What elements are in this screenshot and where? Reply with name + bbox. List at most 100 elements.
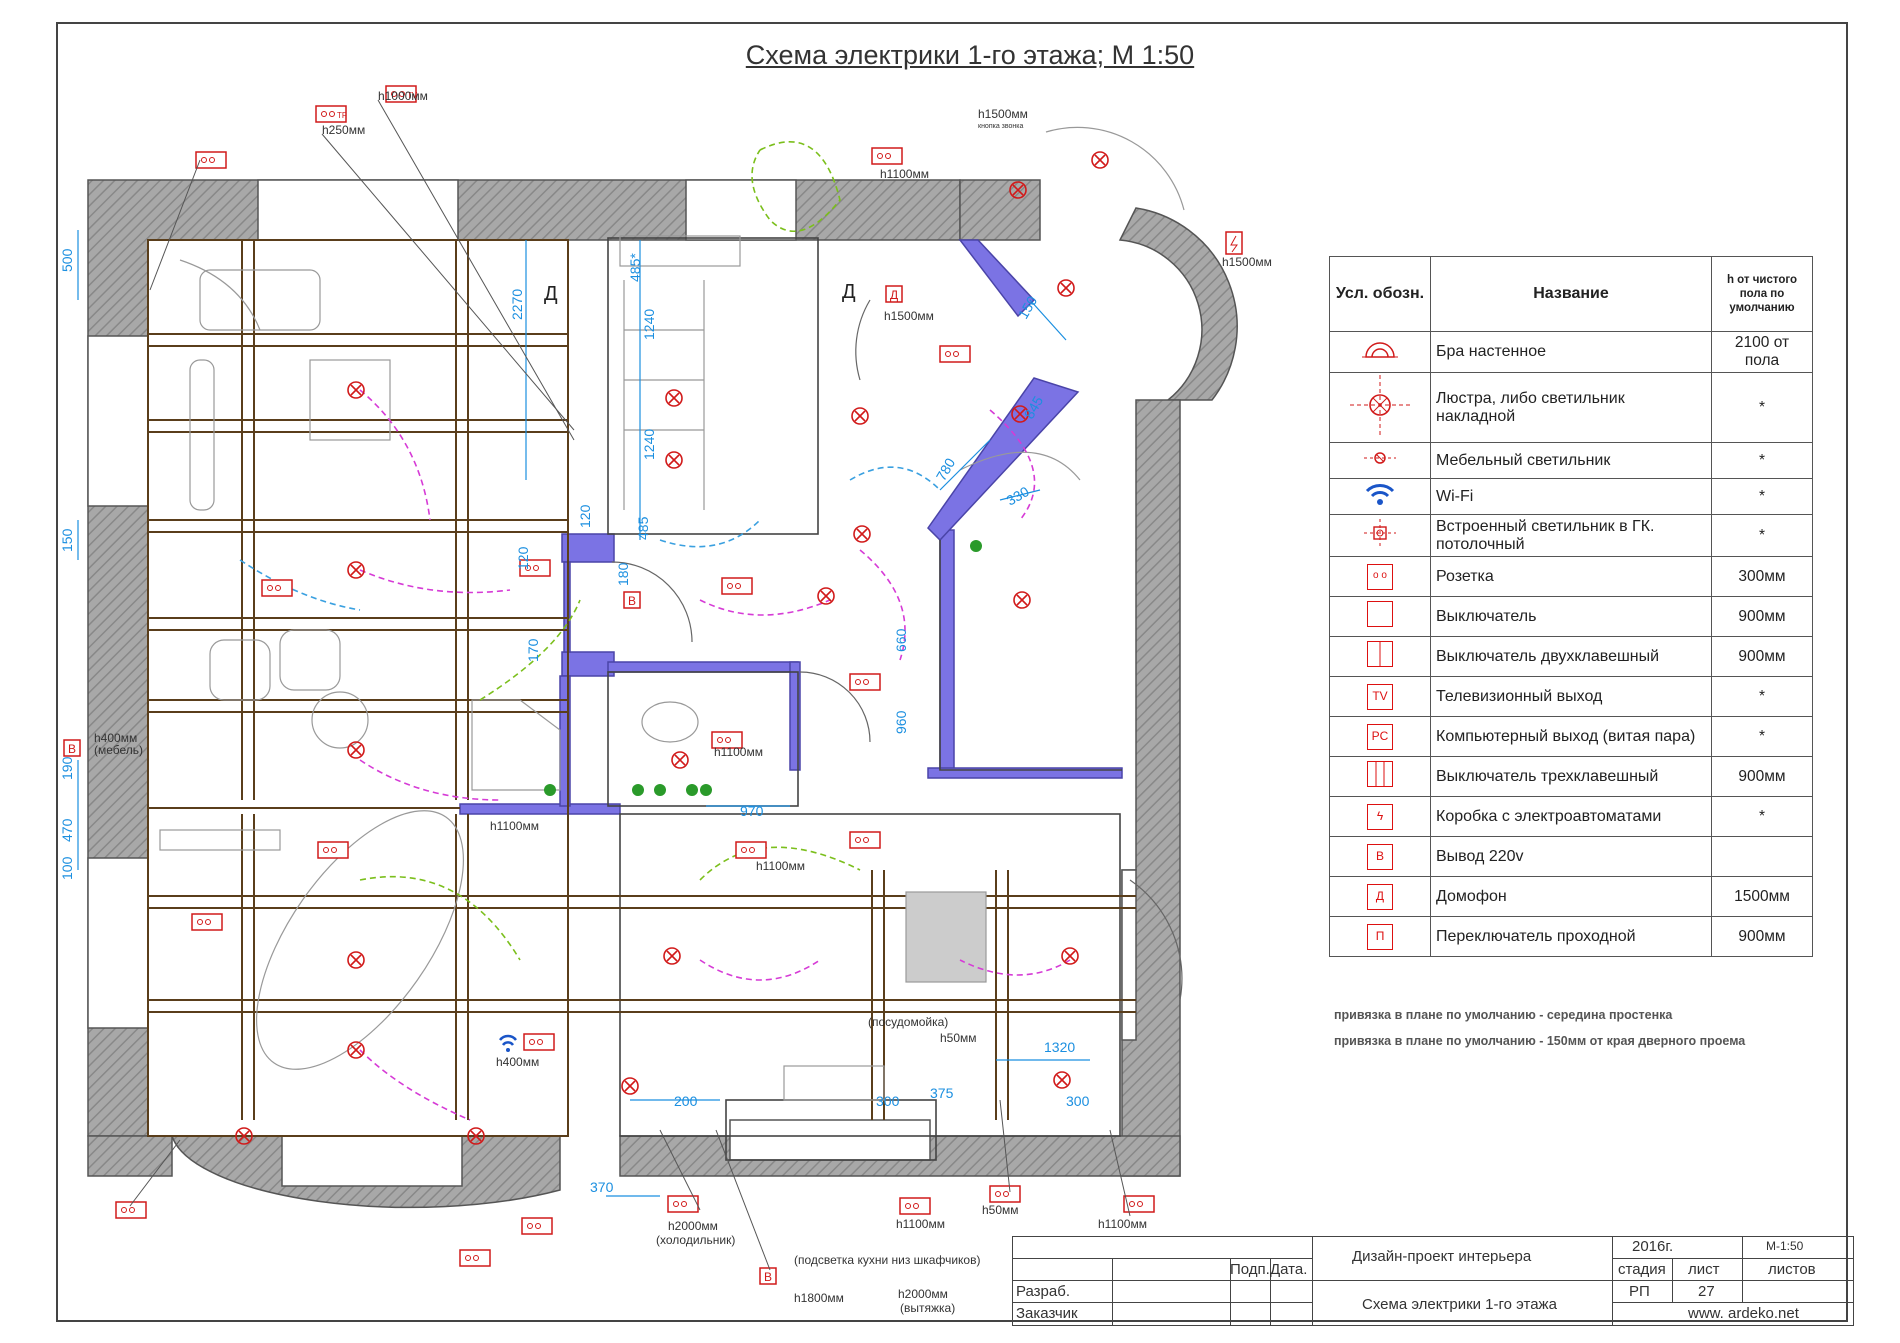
annotation: h1500мм (978, 107, 1028, 121)
svg-text:370: 370 (590, 1179, 614, 1195)
legend-height: * (1711, 676, 1813, 717)
socket-icon (939, 345, 971, 363)
svg-text:300: 300 (1066, 1093, 1090, 1109)
annotation: (подсветка кухни низ шкафчиков) (794, 1253, 980, 1267)
svg-text:200: 200 (674, 1093, 698, 1109)
legend-name: Розетка (1430, 556, 1712, 597)
svg-text:500: 500 (59, 248, 75, 272)
chandelier-icon (235, 1127, 253, 1145)
outlet-220-icon: В (759, 1267, 777, 1285)
chandelier-icon (1009, 181, 1027, 199)
chandelier-icon (1061, 947, 1079, 965)
drawing-frame (56, 22, 1848, 1322)
sheet-title: Схема электрики 1-го этажа (1362, 1296, 1557, 1313)
svg-text:470: 470 (59, 818, 75, 842)
chandelier-icon (817, 587, 835, 605)
breaker-box-icon (1225, 231, 1243, 255)
annotation: h1000мм (378, 89, 428, 103)
legend-name: Коробка с электроавтоматами (1430, 796, 1712, 837)
socket-icon: TV (385, 85, 418, 103)
annotation: h1100мм (714, 745, 763, 759)
svg-text:485*: 485* (627, 253, 643, 282)
annotation: (вытяжка) (900, 1301, 955, 1315)
chandelier-icon (853, 525, 871, 543)
socket-icon (849, 831, 881, 849)
legend-name: Выключатель (1430, 596, 1712, 637)
recessed-light-icon (632, 784, 644, 796)
legend-height (1711, 836, 1813, 877)
chandelier-icon (621, 1077, 639, 1095)
legend-name: Домофон (1430, 876, 1712, 917)
legend-height: * (1711, 372, 1813, 443)
legend-header-symbol: Усл. обозн. (1329, 256, 1431, 332)
wiring (239, 141, 1071, 1121)
svg-text:375: 375 (930, 1085, 954, 1101)
annotation: h1100мм (756, 859, 805, 873)
annotation: h2000мм (898, 1287, 948, 1301)
socket-icon (115, 1201, 147, 1219)
svg-text:1240: 1240 (641, 309, 657, 340)
scale: М-1:50 (1766, 1239, 1804, 1253)
section-markers: Д Д (544, 281, 856, 305)
chandelier-icon (671, 751, 689, 769)
annotation: h1100мм (1098, 1217, 1147, 1231)
developer-label: Разраб. (1016, 1283, 1071, 1300)
wifi-icon (499, 1034, 517, 1052)
legend-row: Встроенный светильник в ГК. потолочный* (1329, 514, 1813, 557)
sign-label: Подп. (1230, 1261, 1270, 1278)
stage-label: стадия (1618, 1261, 1666, 1278)
switch-icon (1329, 596, 1431, 637)
chandelier-icon (347, 951, 365, 969)
intercom-icon: Д (885, 285, 903, 303)
annotation: кнопка звонка (978, 123, 1023, 130)
annotation: h50мм (940, 1031, 977, 1045)
chandelier-icon (1091, 151, 1109, 169)
annotation: h1100мм (880, 167, 929, 181)
chandelier-icon (1329, 372, 1431, 443)
svg-text:330: 330 (1004, 483, 1032, 509)
svg-text:В: В (628, 594, 636, 608)
svg-text:120: 120 (515, 546, 531, 570)
legend-row: Люстра, либо светильник накладной* (1329, 372, 1813, 443)
legend-name: Компьютерный выход (витая пара) (1430, 716, 1712, 757)
socket-icon (1123, 1195, 1155, 1213)
legend-height: 900мм (1711, 756, 1813, 797)
annotation: h250мм (322, 123, 365, 137)
socket-icon (523, 1033, 555, 1051)
legend-height: 900мм (1711, 596, 1813, 637)
legend-name: Переключатель проходной (1430, 916, 1712, 957)
svg-text:300: 300 (876, 1093, 900, 1109)
intercom-icon: Д (1329, 876, 1431, 917)
svg-text:TF: TF (337, 111, 347, 120)
socket-icon (317, 841, 349, 859)
legend-header-height: h от чистого пола по умолчанию (1711, 256, 1813, 332)
svg-text:780: 780 (933, 455, 959, 483)
chandelier-icon (665, 451, 683, 469)
annotation: h2000мм (668, 1219, 718, 1233)
socket-icon (849, 673, 881, 691)
annotation: (посудомойка) (868, 1015, 948, 1029)
svg-text:485: 485 (635, 516, 651, 540)
legend-name: Телевизионный выход (1430, 676, 1712, 717)
socket-icon: TF (315, 105, 347, 123)
legend-height: 1500мм (1711, 876, 1813, 917)
svg-text:170: 170 (525, 638, 541, 662)
note-default-binding: привязка в плане по умолчанию - середина… (1334, 1008, 1673, 1022)
legend-table: Усл. обозн. Название h от чистого пола п… (1329, 256, 1813, 957)
recessed-light-icon (544, 784, 556, 796)
svg-text:Д: Д (842, 281, 856, 303)
svg-text:660: 660 (893, 628, 909, 652)
windows (87, 179, 1137, 1187)
legend-height: * (1711, 796, 1813, 837)
annotation: (холодильник) (656, 1233, 735, 1247)
annotation: h400мм (496, 1055, 539, 1069)
svg-text:960: 960 (893, 710, 909, 734)
